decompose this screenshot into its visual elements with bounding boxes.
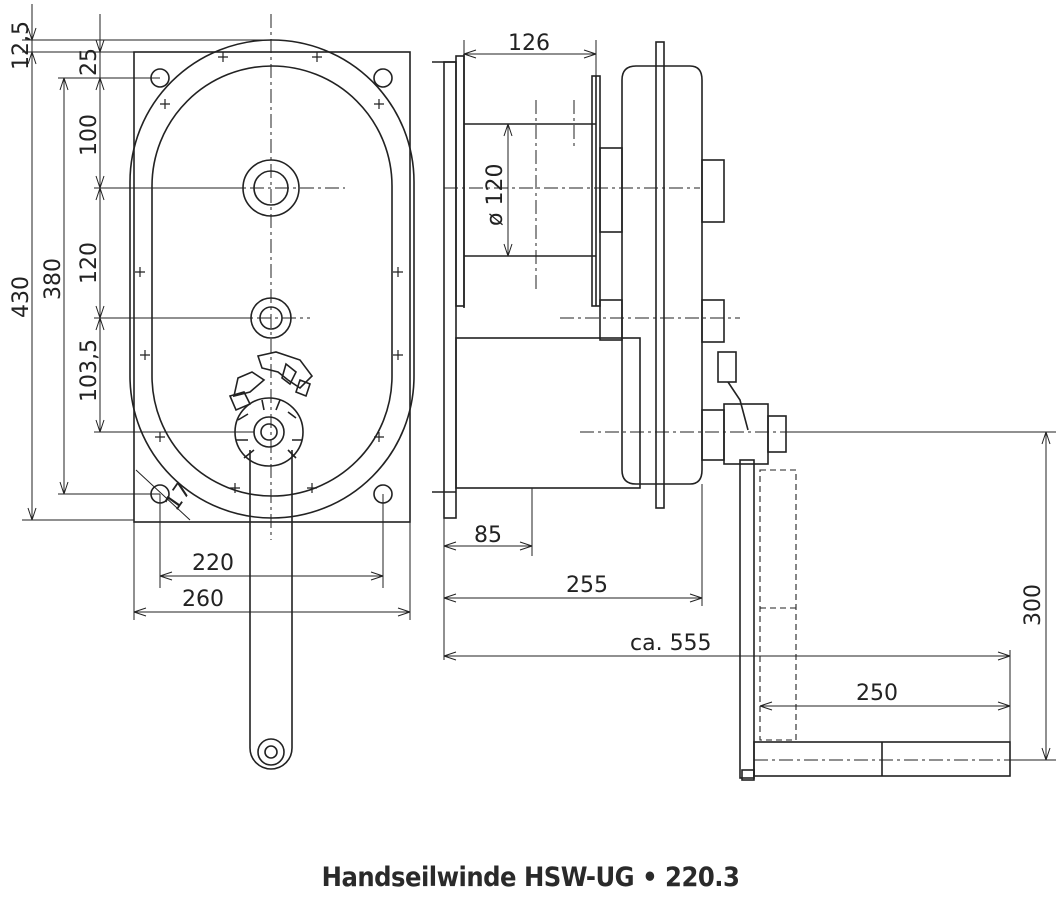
dim-380: 380 [41, 258, 66, 300]
side-view [432, 41, 1011, 781]
dim-120: 120 [77, 242, 102, 284]
crank-handle-hole-inner [264, 745, 278, 759]
base-plate [133, 51, 411, 523]
side-center-lines [444, 100, 1010, 761]
center-lines [200, 14, 345, 540]
dimension-labels: 12,5 25 100 120 103,5 430 380 17 220 260… [9, 21, 1046, 706]
housing-inner [151, 65, 393, 497]
crank-arm-side [739, 459, 755, 779]
dim-220: 220 [192, 551, 234, 576]
dim-255: 255 [566, 573, 608, 598]
housing-outer [129, 39, 415, 519]
front-view [129, 14, 415, 770]
dim-126: 126 [508, 31, 550, 56]
crank-handle-hole [257, 738, 285, 766]
dim-ca-555: ca. 555 [630, 631, 712, 656]
dim-260: 260 [182, 587, 224, 612]
technical-drawing: 12,5 25 100 120 103,5 430 380 17 220 260… [9, 4, 1056, 781]
dim-300: 300 [1021, 584, 1046, 626]
dim-103-5: 103,5 [77, 339, 102, 402]
ratchet-mechanism [228, 351, 314, 467]
dim-25: 25 [77, 48, 102, 76]
bolt-markers [135, 52, 403, 493]
side-dimensions [443, 40, 1056, 761]
dim-phi-120: ø 120 [483, 164, 508, 226]
crank-shaft-inner [260, 423, 278, 441]
gearbox [455, 337, 641, 489]
dim-250: 250 [856, 681, 898, 706]
dim-17: 17 [160, 478, 197, 515]
dim-85: 85 [474, 523, 502, 548]
main-housing [621, 65, 703, 485]
diagram-caption: Handseilwinde HSW-UG • 220.3 [321, 862, 740, 893]
dim-100: 100 [77, 114, 102, 156]
dim-12-5: 12,5 [9, 21, 34, 70]
crank-arm [249, 450, 293, 770]
front-dimensions [22, 4, 411, 620]
crank-shaft-outer [253, 416, 285, 448]
side-mount-plate [443, 61, 457, 519]
mount-hole [373, 68, 393, 88]
dim-430: 430 [9, 276, 34, 318]
